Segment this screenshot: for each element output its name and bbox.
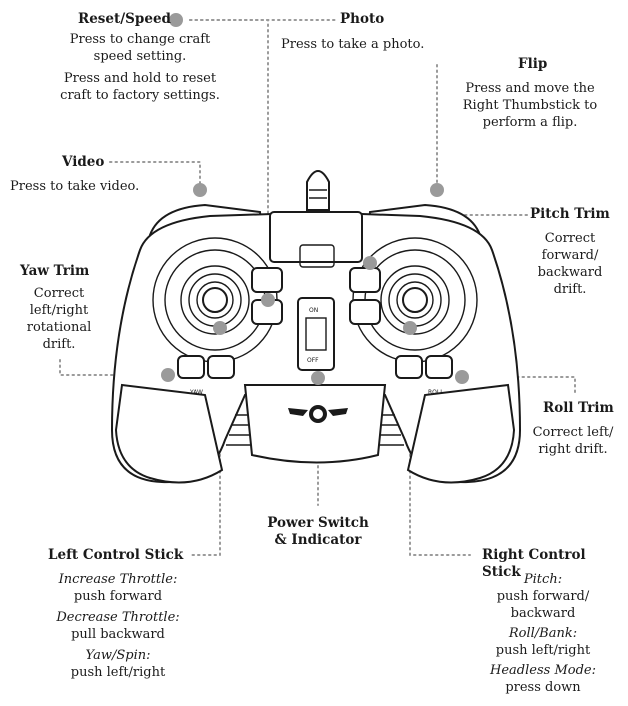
reset-speed-line1: Press to change craft	[69, 32, 211, 47]
left-stick-desc: Increase Throttle: push forward Decrease…	[38, 571, 198, 681]
speed-button	[251, 267, 283, 293]
power-switch	[297, 297, 335, 371]
roll-trim-left	[395, 355, 423, 379]
photo-dot	[261, 293, 275, 307]
video-leader	[109, 161, 201, 191]
roll-trim-right	[425, 355, 453, 379]
right-stick-desc: Pitch: push forward/ backward Roll/Bank:…	[468, 571, 618, 696]
right-stick-l2: push forward/	[496, 589, 590, 604]
power-switch-label: Power Switch & Indicator	[248, 515, 388, 549]
pitch-trim-title: Pitch Trim	[530, 206, 610, 222]
right-stick-l5: push left/right	[495, 643, 591, 658]
switch-off-text: OFF	[307, 357, 319, 364]
left-stick-title: Left Control Stick	[48, 547, 184, 563]
reset-dot	[169, 13, 183, 27]
winged-logo-icon	[288, 405, 348, 423]
lower-center-panel	[243, 384, 387, 464]
flip-line2: Right Thumbstick to	[462, 98, 598, 113]
video-title: Video	[62, 154, 105, 170]
flip-line3: perform a flip.	[482, 115, 578, 130]
pitch-trim-down	[349, 299, 381, 325]
left-stick-leader	[189, 327, 221, 556]
power-title-2: & Indicator	[274, 532, 362, 548]
yaw-trim-line2: left/right	[29, 303, 89, 318]
flip-line1: Press and move the	[465, 81, 595, 96]
left-grip	[114, 383, 224, 484]
yaw-trim-line4: drift.	[42, 337, 76, 352]
yaw-trim-right	[207, 355, 235, 379]
pitch-trim-line4: drift.	[553, 282, 587, 297]
power-dot	[311, 371, 325, 385]
reset-speed-line2: speed setting.	[93, 49, 187, 64]
yaw-dot	[161, 368, 175, 382]
top-center-panel	[269, 211, 363, 263]
left-stick-dot	[213, 321, 227, 335]
right-stick-l6: Headless Mode:	[490, 663, 596, 678]
pitch-trim-line1: Correct	[544, 231, 596, 246]
pitch-trim-up	[349, 267, 381, 293]
reset-speed-line3: Press and hold to reset	[63, 71, 217, 86]
flip-desc: Press and move the Right Thumbstick to p…	[440, 80, 620, 131]
left-stick-l3: Decrease Throttle:	[56, 610, 180, 625]
right-stick-l7: press down	[505, 680, 581, 695]
yaw-trim-title: Yaw Trim	[20, 263, 90, 279]
yaw-trim-line3: rotational	[26, 320, 92, 335]
right-stick-l3: backward	[510, 606, 576, 621]
roll-dot	[455, 370, 469, 384]
flip-title: Flip	[518, 56, 548, 72]
left-stick-l1: Increase Throttle:	[58, 572, 178, 587]
flip-dot	[430, 183, 444, 197]
right-stick-l4: Roll/Bank:	[508, 626, 578, 641]
left-stick-l2: push forward	[73, 589, 163, 604]
yaw-mark-text: YAW	[189, 389, 203, 396]
video-dot	[193, 183, 207, 197]
yaw-trim-line1: Correct	[33, 286, 85, 301]
pitch-trim-line2: forward/	[541, 248, 599, 263]
controller-body: ON OFF YAW ROLL	[110, 170, 522, 484]
left-stick-l6: push left/right	[70, 665, 166, 680]
right-stick-title: Right Control Stick	[482, 547, 586, 580]
power-title-1: Power Switch	[267, 515, 369, 531]
roll-trim-line1: Correct left/	[532, 425, 614, 440]
roll-mark-text: ROLL	[428, 389, 444, 396]
left-stick-l5: Yaw/Spin:	[85, 648, 151, 663]
video-line1: Press to take video.	[10, 179, 140, 194]
reset-speed-label: Reset/Speed Press to change craft speed …	[20, 11, 260, 104]
indicator-dots	[161, 13, 469, 385]
reset-speed-line4: craft to factory settings.	[60, 88, 220, 103]
right-stick-dot	[403, 321, 417, 335]
photo-title: Photo	[340, 11, 385, 27]
right-grip	[406, 383, 516, 484]
pitch-dot	[363, 256, 377, 270]
photo-line1: Press to take a photo.	[281, 37, 425, 52]
left-stick-l4: pull backward	[71, 627, 165, 642]
roll-trim-line2: right drift.	[538, 442, 608, 457]
right-stick-leader	[409, 327, 471, 556]
yaw-trim-left	[177, 355, 205, 379]
pitch-trim-line3: backward	[537, 265, 603, 280]
roll-trim-title: Roll Trim	[543, 400, 614, 416]
roll-trim-desc: Correct left/ right drift.	[520, 424, 626, 458]
yaw-trim-desc: Correct left/right rotational drift.	[14, 285, 104, 353]
right-stick-l1: Pitch:	[523, 572, 563, 587]
switch-on-text: ON	[309, 307, 318, 314]
pitch-trim-desc: Correct forward/ backward drift.	[520, 230, 620, 298]
reset-speed-title: Reset/Speed	[78, 11, 171, 27]
